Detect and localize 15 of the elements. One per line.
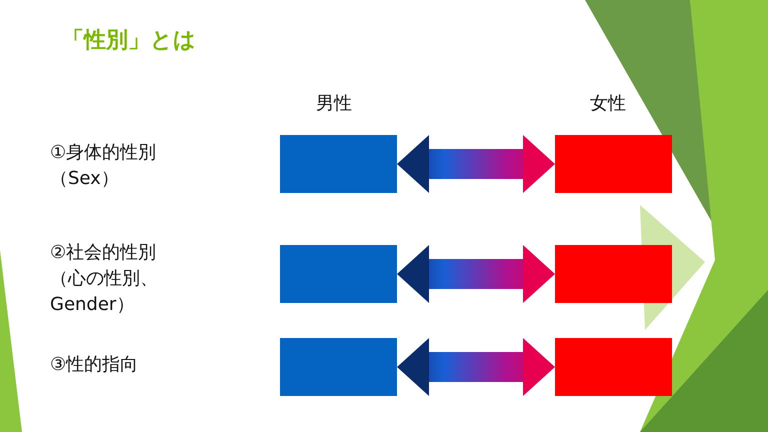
row-label: ①身体的性別（Sex） xyxy=(50,141,158,191)
double-arrow xyxy=(397,245,555,303)
double-arrow xyxy=(397,135,555,193)
column-header: 男性 xyxy=(316,92,352,116)
row-label: ③性的指向 xyxy=(50,353,140,377)
female-box xyxy=(555,245,672,303)
double-arrow xyxy=(397,338,555,396)
male-box xyxy=(280,135,397,193)
slide-title: 「性別」とは xyxy=(62,27,196,55)
male-box xyxy=(280,245,397,303)
row-label: ②社会的性別（心の性別、Gender） xyxy=(50,241,159,317)
column-header: 女性 xyxy=(590,92,626,116)
male-box xyxy=(280,338,397,396)
female-box xyxy=(555,135,672,193)
female-box xyxy=(555,338,672,396)
